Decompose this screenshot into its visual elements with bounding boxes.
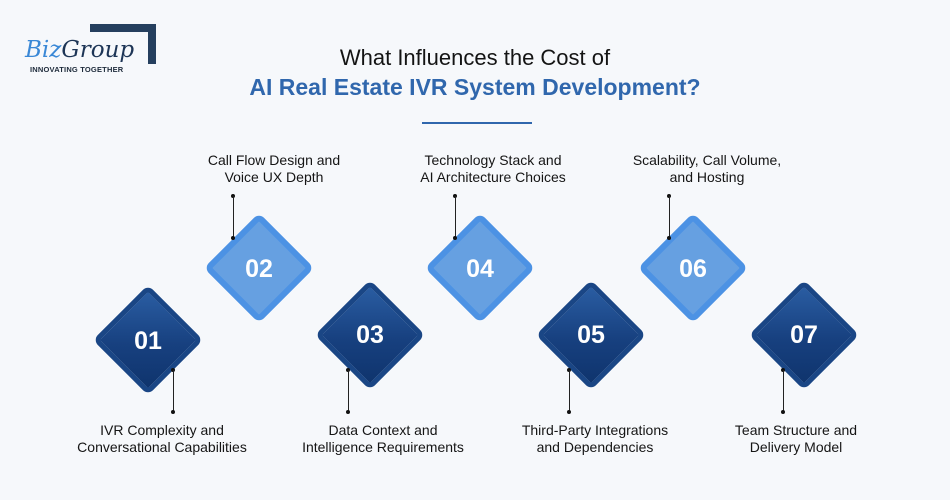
title-line-2: AI Real Estate IVR System Development? <box>249 74 701 100</box>
connector-dot <box>667 236 671 240</box>
factor-01-number: 01 <box>134 327 162 355</box>
factor-02-label-line2: Voice UX Depth <box>224 169 324 185</box>
factor-04-number: 04 <box>466 255 494 283</box>
logo-wordmark: BizGroup <box>25 37 137 63</box>
factor-01-label-line2: Conversational Capabilities <box>77 439 247 455</box>
factor-03-label-line2: Intelligence Requirements <box>302 439 464 455</box>
factor-03-connector <box>348 370 349 412</box>
factor-07-connector <box>783 370 784 412</box>
factor-05-label-line1: Third-Party Integrations <box>521 422 669 438</box>
title-underline <box>422 122 532 124</box>
factor-03-label-line1: Data Context and <box>328 422 438 438</box>
connector-dot <box>171 410 175 414</box>
factor-07-label: Team Structure and Delivery Model <box>686 422 906 456</box>
factor-06-number: 06 <box>679 255 707 283</box>
factor-04-connector <box>455 196 456 238</box>
connector-dot <box>231 236 235 240</box>
factor-01-connector <box>173 370 174 412</box>
factor-04-label-line1: Technology Stack and <box>424 152 562 168</box>
factor-04-label: Technology Stack and AI Architecture Cho… <box>383 152 603 186</box>
factor-06-label-line1: Scalability, Call Volume, <box>632 152 782 168</box>
factor-05-label-line2: and Dependencies <box>536 439 654 455</box>
logo-biz: Biz <box>25 37 62 63</box>
connector-dot <box>346 410 350 414</box>
factor-02-label: Call Flow Design and Voice UX Depth <box>164 152 384 186</box>
connector-dot <box>567 410 571 414</box>
factor-02-label-line1: Call Flow Design and <box>207 152 341 168</box>
factor-03-label: Data Context and Intelligence Requiremen… <box>273 422 493 456</box>
logo-tagline: INNOVATING TOGETHER <box>30 65 124 74</box>
title-line-1: What Influences the Cost of <box>339 45 611 70</box>
connector-dot <box>453 236 457 240</box>
factor-03-number: 03 <box>356 321 384 349</box>
factor-06-label-line2: and Hosting <box>669 169 745 185</box>
bizgroup-logo: BizGroup INNOVATING TOGETHER <box>22 24 162 74</box>
factor-06-label: Scalability, Call Volume, and Hosting <box>597 152 817 186</box>
factor-04-label-line2: AI Architecture Choices <box>420 169 566 185</box>
logo-group: Group <box>61 37 135 63</box>
factor-05-label: Third-Party Integrations and Dependencie… <box>485 422 705 456</box>
factor-01-label-line1: IVR Complexity and <box>100 422 224 438</box>
factor-02-number: 02 <box>245 255 273 283</box>
factor-01-label: IVR Complexity and Conversational Capabi… <box>52 422 272 456</box>
factor-06-connector <box>669 196 670 238</box>
connector-dot <box>781 410 785 414</box>
factor-05-number: 05 <box>577 321 605 349</box>
factor-07-label-line2: Delivery Model <box>749 439 843 455</box>
factor-02-connector <box>233 196 234 238</box>
factor-07-number: 07 <box>790 321 818 349</box>
factor-07-label-line1: Team Structure and <box>734 422 858 438</box>
factor-05-connector <box>569 370 570 412</box>
